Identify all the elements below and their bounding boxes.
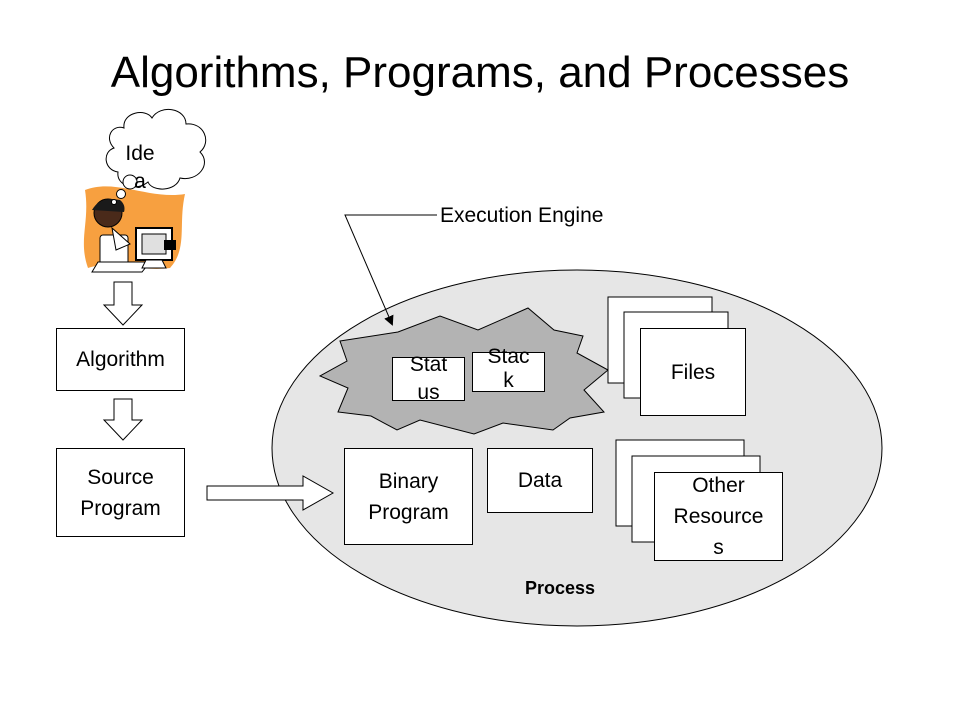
data-box: Data [487, 448, 593, 513]
page-title: Algorithms, Programs, and Processes [110, 48, 850, 97]
thought-cloud-icon [105, 109, 207, 205]
down-arrow-2 [102, 398, 144, 441]
process-label: Process [524, 578, 596, 598]
right-arrow [206, 475, 335, 511]
algorithm-box: Algorithm [56, 328, 185, 391]
execution-engine-label: Execution Engine [440, 204, 604, 227]
down-arrow-1 [102, 281, 144, 326]
execution-engine-callout-line [344, 214, 437, 326]
files-box: Files [640, 328, 746, 416]
person-at-computer-icon [83, 186, 185, 273]
